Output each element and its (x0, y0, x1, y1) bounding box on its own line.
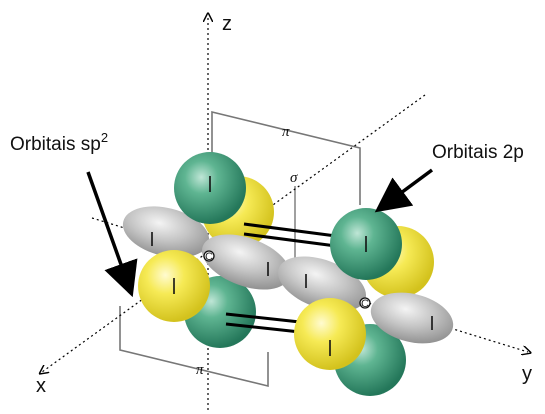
carbon-atom-right-label: C (361, 298, 369, 310)
electron-markers (151, 176, 433, 356)
2p-arrow (374, 168, 434, 213)
pi-bond-line-top-2 (243, 232, 337, 248)
pi-bond-line-bottom-1 (225, 312, 301, 324)
carbon-atom-right (359, 297, 371, 309)
pi-label-bottom: π (196, 362, 204, 378)
sp2-arrow (86, 171, 138, 298)
z-axis-label: z (222, 13, 232, 35)
carbon-atom-left (203, 250, 215, 262)
sp2-lobe-right (370, 292, 454, 344)
pi-bond-line-bottom-2 (225, 322, 301, 334)
pi-label-top: π (282, 124, 290, 140)
x-axis-label: x (36, 375, 46, 397)
sigma-label: σ (290, 170, 298, 186)
y-axis-label: y (522, 363, 532, 385)
pi-bracket-bottom (119, 306, 269, 388)
sp2-lobe-left-back (122, 206, 210, 258)
2p-orbitals-label: Orbitais 2p (432, 142, 524, 163)
sp2-superscript: 2 (101, 130, 108, 145)
sp2-orbitals-label: Orbitais sp2 (10, 130, 108, 155)
carbon-atom-left-label: C (205, 251, 213, 263)
pi-bond-line-top-1 (243, 222, 337, 238)
yellow-lobe-front-right (294, 298, 366, 370)
